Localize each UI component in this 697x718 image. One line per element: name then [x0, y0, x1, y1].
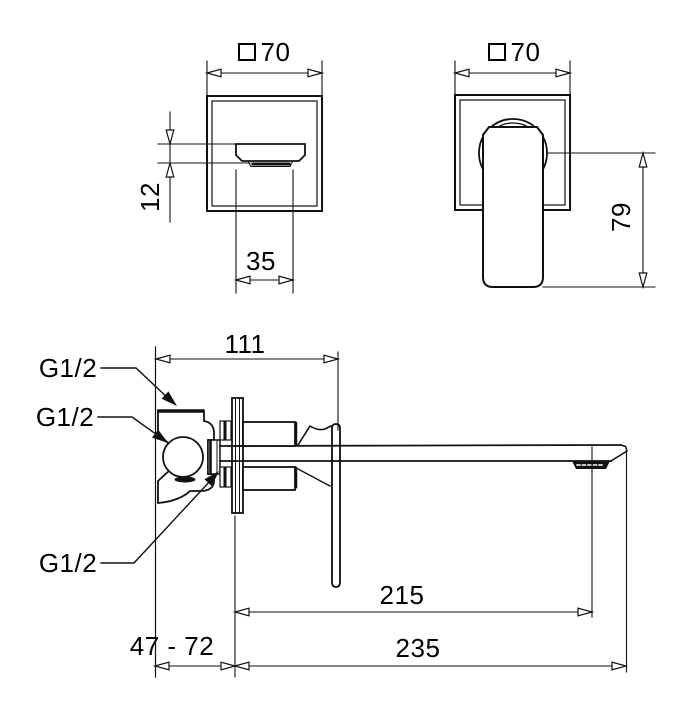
dim-wall-to-handle-label: 111: [224, 329, 266, 359]
valve-bottom-port: [174, 476, 196, 483]
thread-size-bottom-label: G1/2: [38, 548, 98, 578]
leader-arrow-bottom: [204, 471, 219, 487]
front-spout-view: [206, 95, 323, 212]
spout-aerator-lip: [247, 160, 294, 167]
spout-plate-outer: [206, 95, 323, 212]
dim-rough-in-depth-label: 47 - 72: [129, 631, 215, 661]
dim-handle-drop-label: 79: [606, 202, 636, 232]
dim-wall-to-tip-label: 235: [395, 633, 441, 663]
spout-tip: [609, 444, 628, 463]
leader-arrow-top: [161, 391, 177, 406]
leader-arrow-middle: [152, 429, 168, 443]
handle-knuckle: [296, 424, 333, 447]
lever-hidden-edge: [297, 468, 331, 487]
leader-thread-top: [100, 367, 171, 401]
dimension-lines: [154, 60, 656, 678]
dim-wall-to-aerator-label: 215: [379, 580, 425, 610]
handle-lever-front: [482, 126, 544, 288]
handle-lever-side: [331, 423, 341, 588]
dim-spout-width-label: 35: [246, 246, 276, 276]
dim-plate-size-right-value: 70: [510, 37, 541, 67]
dim-plate-size-left-label: 70: [214, 38, 314, 66]
leader-thread-bottom: [100, 479, 212, 564]
dimension-arrowheads: [152, 68, 648, 671]
thread-leader-lines: [97, 367, 219, 564]
thread-size-middle-label: G1/2: [35, 402, 95, 432]
front-handle-view: [454, 94, 571, 288]
valve-side-port: [162, 436, 204, 478]
dim-plate-size-right-label: 70: [464, 38, 564, 66]
thread-size-top-label: G1/2: [38, 353, 98, 383]
dim-plate-size-left-value: 70: [260, 37, 291, 67]
dim-spout-height-label: 12: [135, 182, 165, 212]
spout-front-outline: [235, 143, 306, 162]
leader-thread-middle: [97, 416, 161, 438]
side-view: [154, 346, 628, 678]
trim-cover-top: [242, 421, 296, 447]
square-section-symbol-icon: [487, 43, 506, 61]
spout-plate-inner: [211, 100, 318, 207]
wall-plate-side: [231, 397, 244, 514]
trim-cover-bottom: [242, 466, 296, 491]
square-section-symbol-icon: [237, 43, 256, 61]
